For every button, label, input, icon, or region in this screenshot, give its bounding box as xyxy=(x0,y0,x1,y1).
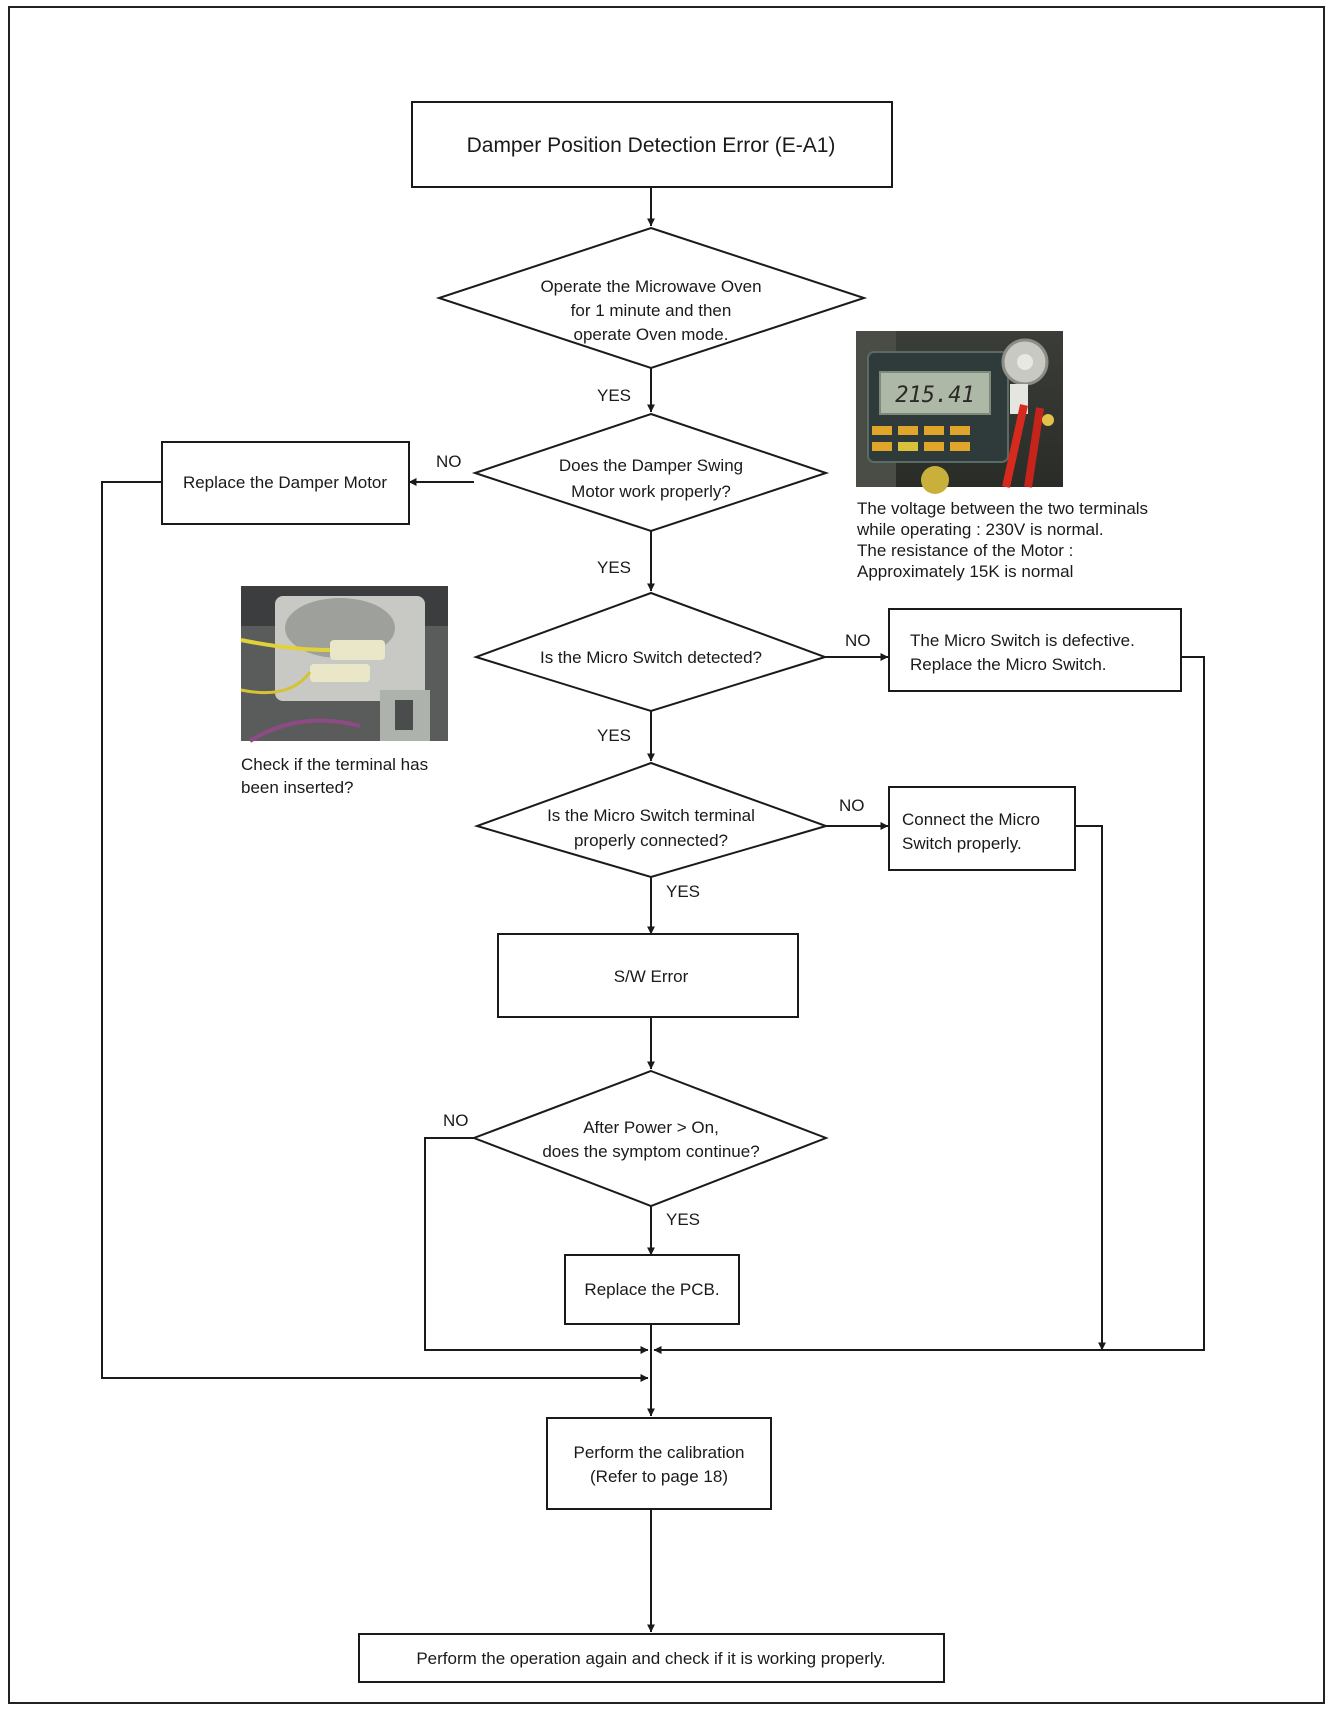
decision-damper-motor: Does the Damper Swing Motor work properl… xyxy=(471,412,830,533)
yes-label: YES xyxy=(666,1210,700,1229)
decision-terminal-line-2: properly connected? xyxy=(574,831,728,850)
switch-defective-box: The Micro Switch is defective. Replace t… xyxy=(888,608,1182,692)
replace-damper-motor-box: Replace the Damper Motor xyxy=(161,441,410,525)
no-label: NO xyxy=(845,631,871,650)
multimeter-caption-line: The voltage between the two terminals xyxy=(857,499,1149,518)
no-label: NO xyxy=(839,796,865,815)
yes-label: YES xyxy=(597,386,631,405)
switch-defective-line-1: The Micro Switch is defective. xyxy=(910,631,1135,650)
branch-labels: YES YES YES YES YES NO NO NO NO xyxy=(436,386,871,1229)
decision-operate: Operate the Microwave Oven for 1 minute … xyxy=(435,226,868,370)
connector-defective-merge xyxy=(653,656,1205,1354)
terminal-caption-line: been inserted? xyxy=(241,778,354,797)
decision-operate-line-3: operate Oven mode. xyxy=(574,325,729,344)
final-check-text: Perform the operation again and check if… xyxy=(416,1649,885,1668)
switch-defective-line-2: Replace the Micro Switch. xyxy=(910,655,1107,674)
decision-power-line-2: does the symptom continue? xyxy=(542,1142,759,1161)
no-label: NO xyxy=(436,452,462,471)
replace-pcb-box: Replace the PCB. xyxy=(564,1254,740,1325)
multimeter-photo: 215.41 xyxy=(856,331,1063,494)
sw-error-text: S/W Error xyxy=(614,967,689,986)
sw-error-box: S/W Error xyxy=(497,933,799,1018)
no-label: NO xyxy=(443,1111,469,1130)
decision-terminal-line-1: Is the Micro Switch terminal xyxy=(547,806,755,825)
decision-terminal-connected: Is the Micro Switch terminal properly co… xyxy=(473,761,830,879)
meter-reading: 215.41 xyxy=(895,383,974,408)
calibration-box: Perform the calibration (Refer to page 1… xyxy=(546,1417,772,1510)
terminal-photo xyxy=(240,586,448,743)
decision-damper-line-1: Does the Damper Swing xyxy=(559,456,743,475)
multimeter-caption-line: Approximately 15K is normal xyxy=(857,562,1074,581)
page-border xyxy=(8,6,1325,1704)
decision-operate-line-2: for 1 minute and then xyxy=(571,301,732,320)
yes-label: YES xyxy=(666,882,700,901)
decision-switch-detected-text: Is the Micro Switch detected? xyxy=(540,648,762,667)
connect-switch-line-2: Switch properly. xyxy=(902,834,1022,853)
terminal-caption-line: Check if the terminal has xyxy=(241,755,429,774)
multimeter-caption: The voltage between the two terminals wh… xyxy=(857,498,1148,582)
decision-power-line-1: After Power > On, xyxy=(583,1118,719,1137)
calibration-line-2: (Refer to page 18) xyxy=(590,1467,728,1486)
connector-replace-motor-merge xyxy=(101,481,649,1382)
replace-damper-motor-text: Replace the Damper Motor xyxy=(183,473,387,492)
calibration-line-1: Perform the calibration xyxy=(573,1443,744,1462)
decision-operate-line-1: Operate the Microwave Oven xyxy=(540,277,761,296)
replace-pcb-text: Replace the PCB. xyxy=(584,1280,719,1299)
connectors xyxy=(101,187,1205,1633)
yes-label: YES xyxy=(597,726,631,745)
connect-switch-box: Connect the Micro Switch properly. xyxy=(888,786,1076,871)
final-check-box: Perform the operation again and check if… xyxy=(358,1633,945,1683)
connector-power-no-merge xyxy=(424,1137,649,1354)
start-node-text: Damper Position Detection Error (E-A1) xyxy=(467,134,836,157)
decision-damper-line-2: Motor work properly? xyxy=(571,482,731,501)
connector-connect-switch-down xyxy=(1075,825,1106,1351)
decision-power-on: After Power > On, does the symptom conti… xyxy=(471,1069,829,1208)
terminal-caption: Check if the terminal has been inserted? xyxy=(241,753,428,799)
yes-label: YES xyxy=(597,558,631,577)
connect-switch-line-1: Connect the Micro xyxy=(902,810,1040,829)
decision-switch-detected: Is the Micro Switch detected? xyxy=(472,591,829,713)
multimeter-caption-line: The resistance of the Motor : xyxy=(857,541,1074,560)
multimeter-caption-line: while operating : 230V is normal. xyxy=(857,520,1104,539)
start-node: Damper Position Detection Error (E-A1) xyxy=(411,101,893,188)
